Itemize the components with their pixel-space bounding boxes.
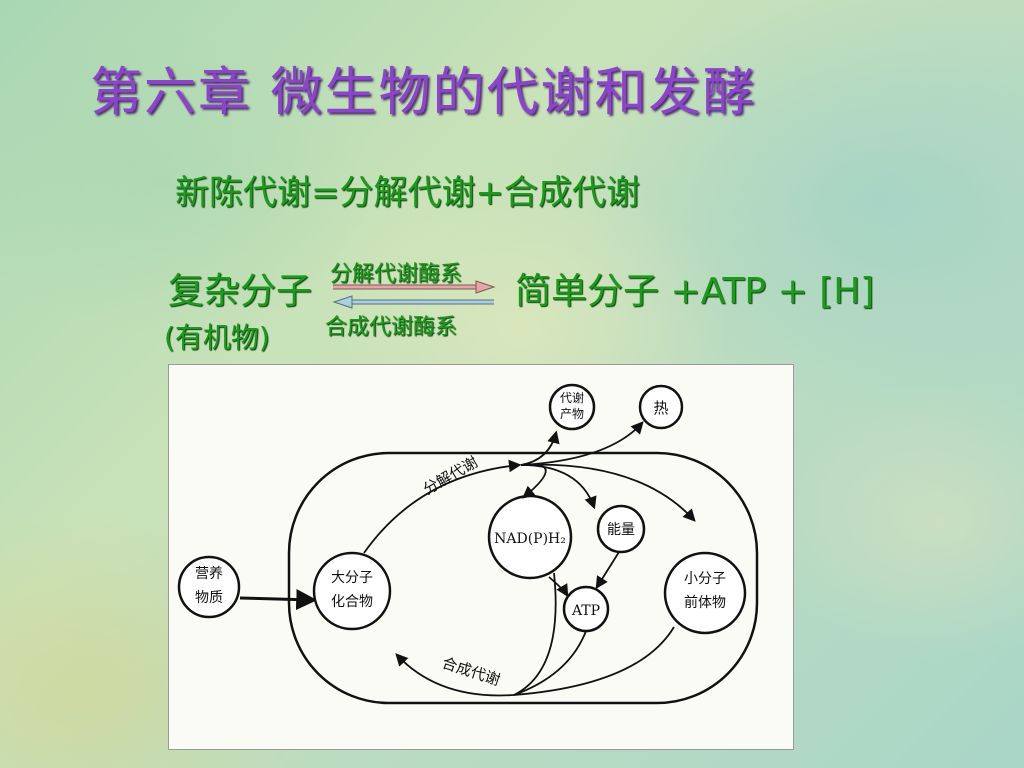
energy-label: 能量	[607, 522, 635, 538]
metabolism-diagram: 营养 物质 大分子 化合物 NAD(P)H₂ 能量 ATP 小分子	[168, 364, 794, 750]
atp-label: ATP	[571, 603, 600, 619]
catabolism-label: 分解代谢	[420, 453, 481, 499]
anabolic-enzyme-label: 合成代谢酶系	[325, 315, 458, 340]
small-molecule-line-1: 小分子	[684, 571, 726, 587]
atp-node: ATP	[562, 585, 610, 633]
nutrients-line-2: 物质	[195, 590, 223, 606]
uptake-arrow	[239, 589, 318, 611]
complex-molecule-label: 复杂分子	[168, 271, 313, 312]
metabolite-node: 代谢 产物	[548, 383, 596, 431]
macromolecule-line-2: 化合物	[331, 594, 373, 610]
nutrients-line-1: 营养	[195, 566, 223, 582]
macromolecule-line-1: 大分子	[331, 570, 373, 586]
small-molecule-node: 小分子 前体物	[663, 551, 747, 635]
catabolic-enzyme-label: 分解代谢酶系	[330, 262, 463, 287]
heat-label: 热	[653, 399, 668, 417]
energy-node: 能量	[596, 504, 646, 554]
forward-arrow	[333, 280, 496, 294]
nadph-label: NAD(P)H₂	[494, 531, 566, 547]
page-title: 第六章 微生物的代谢和发酵	[90, 63, 757, 123]
simple-molecule-label: 简单分子 +ATP + [H]	[515, 271, 875, 312]
nadph-node: NAD(P)H₂	[487, 494, 573, 580]
anabolism-label: 合成代谢	[440, 654, 503, 690]
nutrients-node: 营养 物质	[177, 555, 241, 619]
cell-boundary	[287, 451, 759, 705]
metabolite-line-1: 代谢	[560, 390, 584, 405]
small-molecule-line-2: 前体物	[684, 594, 726, 611]
macromolecule-node: 大分子 化合物	[312, 551, 392, 631]
reverse-arrow	[332, 295, 494, 309]
heat-node: 热	[638, 384, 684, 430]
organic-matter-note: (有机物)	[164, 321, 270, 354]
metabolism-equation: 新陈代谢=分解代谢+合成代谢	[175, 173, 640, 213]
anabolism-pathway	[395, 572, 675, 697]
metabolite-line-2: 产物	[560, 407, 584, 421]
catabolism-pathway	[363, 421, 696, 598]
